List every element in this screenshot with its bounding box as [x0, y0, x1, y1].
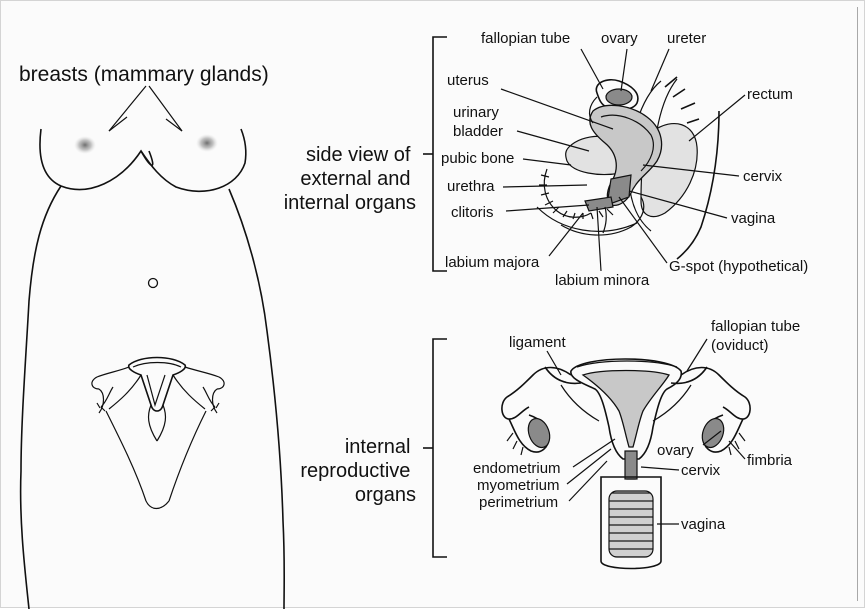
label-labium-minora: labium minora [555, 272, 650, 289]
side-view-line-2: external and [300, 168, 410, 190]
label-ovary-internal: ovary [657, 442, 694, 459]
breasts-label: breasts (mammary glands) [19, 63, 269, 86]
label-oviduct-line-2: (oviduct) [711, 337, 769, 354]
internal-line-3: organs [355, 484, 416, 506]
label-urinary-line-1: urinary [453, 104, 499, 121]
label-ligament: ligament [509, 334, 567, 351]
label-pubic-bone: pubic bone [441, 150, 514, 167]
label-myometrium: myometrium [477, 477, 560, 494]
label-cervix: cervix [743, 168, 783, 185]
label-urethra: urethra [447, 178, 495, 195]
label-vagina-internal: vagina [681, 516, 726, 533]
label-clitoris: clitoris [451, 204, 494, 221]
label-endometrium: endometrium [473, 460, 561, 477]
internal-group-label: internal reproductive organs [300, 436, 416, 506]
internal-line-2: reproductive [300, 460, 410, 482]
label-vagina: vagina [731, 210, 776, 227]
internal-line-1: internal [345, 436, 411, 458]
side-view-group: side view of external and internal organ… [284, 30, 809, 289]
label-urinary-line-2: bladder [453, 123, 503, 140]
internal-group: internal reproductive organs ligament [300, 318, 804, 569]
label-uterus: uterus [447, 72, 489, 89]
right-nipple [196, 134, 218, 152]
label-rectum: rectum [747, 86, 793, 103]
side-view-line-3: internal organs [284, 192, 416, 214]
label-cervix-internal: cervix [681, 462, 721, 479]
label-fimbria: fimbria [747, 452, 793, 469]
side-view-illustration [537, 77, 719, 259]
breasts-pointer-lines [109, 86, 182, 131]
label-labium-majora: labium majora [445, 254, 540, 271]
label-ureter: ureter [667, 30, 706, 47]
navel [149, 279, 158, 288]
body-figure: breasts (mammary glands) [19, 63, 284, 609]
left-nipple [74, 136, 96, 154]
label-perimetrium: perimetrium [479, 494, 558, 511]
label-g-spot: G-spot (hypothetical) [669, 258, 808, 275]
side-view-group-label: side view of external and internal organ… [284, 144, 416, 214]
small-uterus-icon [92, 358, 224, 442]
label-fallopian-tube: fallopian tube [481, 30, 570, 47]
side-view-line-1: side view of [306, 144, 411, 166]
label-urinary-bladder: urinary bladder [453, 104, 503, 140]
label-ovary: ovary [601, 30, 638, 47]
internal-bracket [433, 339, 447, 557]
label-oviduct-line-1: fallopian tube [711, 318, 800, 335]
label-fallopian-tube-oviduct: fallopian tube (oviduct) [711, 318, 804, 354]
torso-outline [21, 129, 285, 609]
